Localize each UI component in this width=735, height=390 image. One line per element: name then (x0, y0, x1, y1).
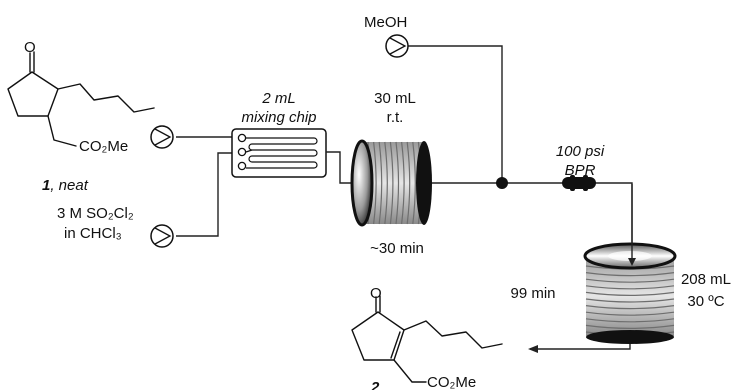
reactant-ester-label: CO₂Me (79, 138, 128, 155)
coil-2-winding (585, 285, 675, 290)
reactant-number: 1 (42, 177, 50, 194)
coil-1-winding (378, 141, 383, 225)
reactant-descriptor: , neat (50, 177, 88, 194)
mixing-chip-label: mixing chip (241, 109, 316, 126)
coil-2-winding (585, 324, 675, 329)
reactant-1-structure (7, 51, 155, 147)
product-ester-label: CO₂Me (427, 374, 476, 390)
coil-1-winding (373, 141, 377, 225)
coil-2-winding (585, 318, 675, 323)
coil-2-winding (585, 278, 675, 283)
coil-2-temperature: 30 ºC (687, 293, 724, 310)
bpr-label: BPR (565, 162, 596, 179)
bpr-pressure: 100 psi (556, 143, 605, 160)
reactant-carbonyl-o: O (24, 39, 36, 56)
back-pressure-regulator-icon (562, 175, 596, 191)
mixing-chip (231, 128, 327, 178)
pump-methanol (385, 34, 409, 58)
product-carbonyl-o: O (370, 285, 382, 302)
coil-1-residence-time: ~30 min (370, 240, 424, 257)
product-2-structure (351, 295, 503, 383)
coil-2-residence-time: 99 min (510, 285, 555, 302)
coil-1-winding (412, 141, 416, 225)
coil-1-temperature: r.t. (387, 109, 404, 126)
coil-1-volume: 30 mL (374, 90, 416, 107)
coil-2-volume: 208 mL (681, 271, 731, 288)
coil-1-winding (389, 141, 394, 225)
mixing-chip-volume: 2 mL (261, 90, 295, 107)
coil-1-winding (384, 141, 388, 225)
product-number: 2 (370, 379, 380, 390)
coil-2-winding (585, 311, 675, 316)
reagent-solvent: in CHCl₃ (64, 225, 122, 242)
coil-reactor-2 (583, 184, 677, 344)
coil-1-winding (395, 141, 400, 225)
coil-2-winding (585, 305, 675, 310)
coil-2-winding (585, 272, 675, 277)
coil-1-winding (406, 141, 411, 225)
reagent-concentration: 3 M SO₂Cl₂ (57, 205, 134, 222)
reactant-label: 1, neat (42, 177, 89, 194)
coil-2-winding (585, 298, 675, 303)
pump-reagent (150, 224, 174, 248)
methanol-label: MeOH (364, 14, 407, 31)
coil-reactor-1 (350, 139, 432, 227)
mixing-junction (496, 177, 508, 189)
coil-2-winding (585, 291, 675, 296)
coil-1-winding (401, 141, 405, 225)
pump-reactant (150, 125, 174, 149)
